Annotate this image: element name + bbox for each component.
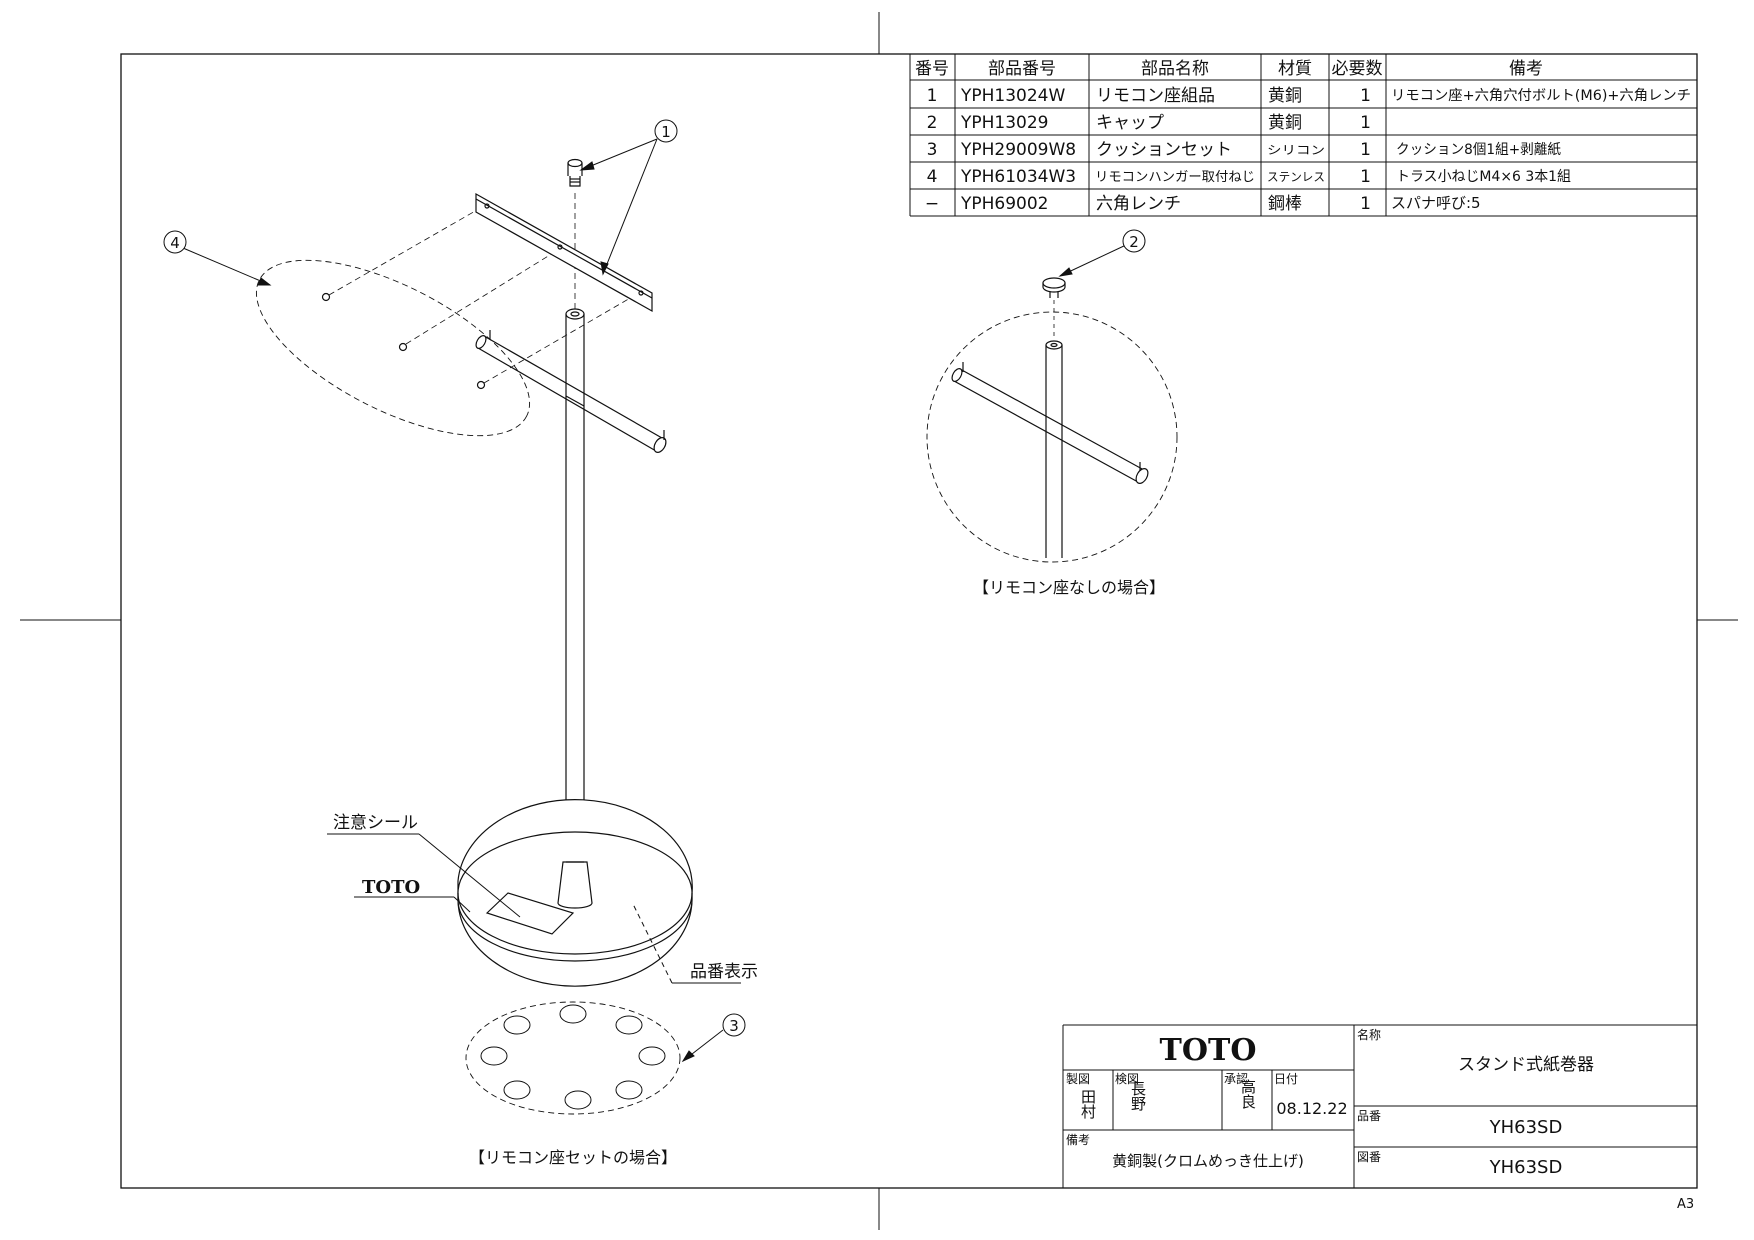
date-label: 日付	[1274, 1072, 1298, 1086]
callout-1-number: 1	[661, 123, 671, 141]
row1-remarks: リモコン座+六角穴付ボルト(M6)+六角レンチ	[1391, 88, 1691, 104]
hex-bolt	[567, 158, 583, 187]
row1-part-number: YPH13024W	[960, 86, 1065, 106]
row2-part-name: キャップ	[1096, 113, 1164, 133]
drawn-label: 製図	[1066, 1072, 1090, 1086]
part-no-label: 品番	[1357, 1109, 1381, 1123]
row2-number: 2	[927, 113, 938, 133]
title-block	[1062, 1024, 1697, 1188]
header-quantity: 必要数	[1332, 59, 1383, 79]
row5-material: 鋼棒	[1268, 194, 1302, 214]
checked-value: 長野	[1129, 1081, 1147, 1111]
sheet-size-label: A3	[1677, 1197, 1694, 1212]
header-remarks: 備考	[1509, 59, 1543, 79]
leader-lines	[182, 138, 741, 1063]
row1-quantity: 1	[1360, 86, 1371, 106]
row3-number: 3	[927, 140, 938, 160]
date-value: 08.12.22	[1276, 1099, 1347, 1118]
checked-label: 検図	[1115, 1072, 1139, 1086]
caption-without-remote: 【リモコン座なしの場合】	[973, 578, 1165, 597]
cushion-pad	[480, 1004, 666, 1110]
name-value: スタンド式紙巻器	[1458, 1055, 1594, 1075]
base-brand-logo: TOTO	[362, 877, 420, 898]
remote-hanger-detail-ellipse	[255, 259, 531, 437]
parts-table-row: 1 YPH13024W リモコン座組品 黄銅 1 リモコン座+六角穴付ボルト(M…	[927, 86, 1691, 106]
name-label: 名称	[1357, 1027, 1381, 1042]
callout-1: 1	[654, 119, 678, 143]
detail-circle	[926, 311, 1178, 563]
row5-part-number: YPH69002	[960, 194, 1049, 214]
crossbar	[475, 330, 667, 453]
detail-crossbar	[951, 362, 1149, 484]
row3-part-name: クッションセット	[1096, 140, 1232, 160]
detail-pole	[1045, 340, 1063, 558]
row1-material: 黄銅	[1268, 86, 1302, 106]
row2-material: 黄銅	[1268, 113, 1302, 133]
approved-value: 高良	[1239, 1079, 1257, 1109]
caution-seal-label: 注意シール	[333, 813, 418, 833]
parts-table	[909, 53, 1697, 217]
drawing-frame	[120, 53, 1698, 1189]
remarks-value: 黄銅製(クロムめっき仕上げ)	[1112, 1152, 1304, 1170]
row1-number: 1	[927, 86, 938, 106]
hanger-screw	[321, 292, 486, 390]
row3-material: シリコン	[1267, 143, 1325, 157]
row3-part-number: YPH29009W8	[960, 140, 1076, 160]
row3-remarks: クッション8個1組+剥離紙	[1396, 141, 1561, 158]
cap	[1042, 277, 1066, 298]
row4-material: ステンレス	[1267, 170, 1325, 184]
part-no-value: YH63SD	[1489, 1117, 1563, 1138]
title-block-logo: TOTO	[1160, 1033, 1257, 1068]
remarks-label: 備考	[1066, 1132, 1090, 1147]
caption-with-remote: 【リモコン座セットの場合】	[469, 1148, 677, 1167]
parts-table-row: 3 YPH29009W8 クッションセット シリコン 1 クッション8個1組+剥…	[927, 140, 1561, 160]
row4-part-name: リモコンハンガー取付ねじ	[1095, 170, 1255, 185]
parts-table-header: 番号 部品番号 部品名称 材質 必要数 備考	[915, 59, 1543, 79]
stand-pole	[565, 308, 585, 860]
header-material: 材質	[1278, 59, 1312, 79]
row5-part-name: 六角レンチ	[1096, 194, 1181, 214]
header-part-name: 部品名称	[1141, 59, 1209, 79]
row5-quantity: 1	[1360, 194, 1371, 214]
row4-number: 4	[927, 167, 938, 187]
row4-quantity: 1	[1360, 167, 1371, 187]
header-part-number: 部品番号	[988, 59, 1056, 79]
row5-number: −	[925, 194, 939, 214]
approved-label: 承認	[1224, 1071, 1248, 1086]
leader-lines	[1058, 244, 1127, 277]
drawn-value: 田村	[1079, 1089, 1097, 1119]
header-number: 番号	[915, 59, 949, 79]
drawing-no-value: YH63SD	[1489, 1157, 1563, 1178]
parts-table-row: − YPH69002 六角レンチ 鋼棒 1 スパナ呼び:5	[925, 194, 1481, 214]
callout-2: 2	[1122, 229, 1146, 253]
row4-part-number: YPH61034W3	[960, 167, 1076, 187]
row4-remarks: トラス小ねじM4×6 3本1組	[1396, 169, 1571, 185]
row1-part-name: リモコン座組品	[1096, 86, 1215, 106]
detail-without-remote	[926, 277, 1178, 563]
row5-remarks: スパナ呼び:5	[1391, 194, 1481, 212]
part-number-display-label: 品番表示	[690, 962, 758, 982]
row3-quantity: 1	[1360, 140, 1371, 160]
cushion-set-ellipse	[465, 1001, 681, 1115]
callout-4: 4	[163, 230, 187, 254]
callout-3: 3	[722, 1013, 746, 1037]
callout-4-number: 4	[170, 234, 180, 252]
drawing-no-label: 図番	[1357, 1150, 1381, 1164]
callout-3-number: 3	[729, 1017, 739, 1035]
parts-table-row: 2 YPH13029 キャップ 黄銅 1	[927, 113, 1371, 133]
remote-mount-plate	[475, 192, 653, 313]
callout-2-number: 2	[1129, 233, 1139, 251]
parts-table-row: 4 YPH61034W3 リモコンハンガー取付ねじ ステンレス 1 トラス小ねじ…	[927, 167, 1571, 187]
caution-seal	[485, 892, 575, 935]
row2-quantity: 1	[1360, 113, 1371, 133]
stand-base	[457, 799, 693, 987]
row2-part-number: YPH13029	[960, 113, 1049, 133]
stand-assembly-with-remote	[255, 158, 693, 1115]
